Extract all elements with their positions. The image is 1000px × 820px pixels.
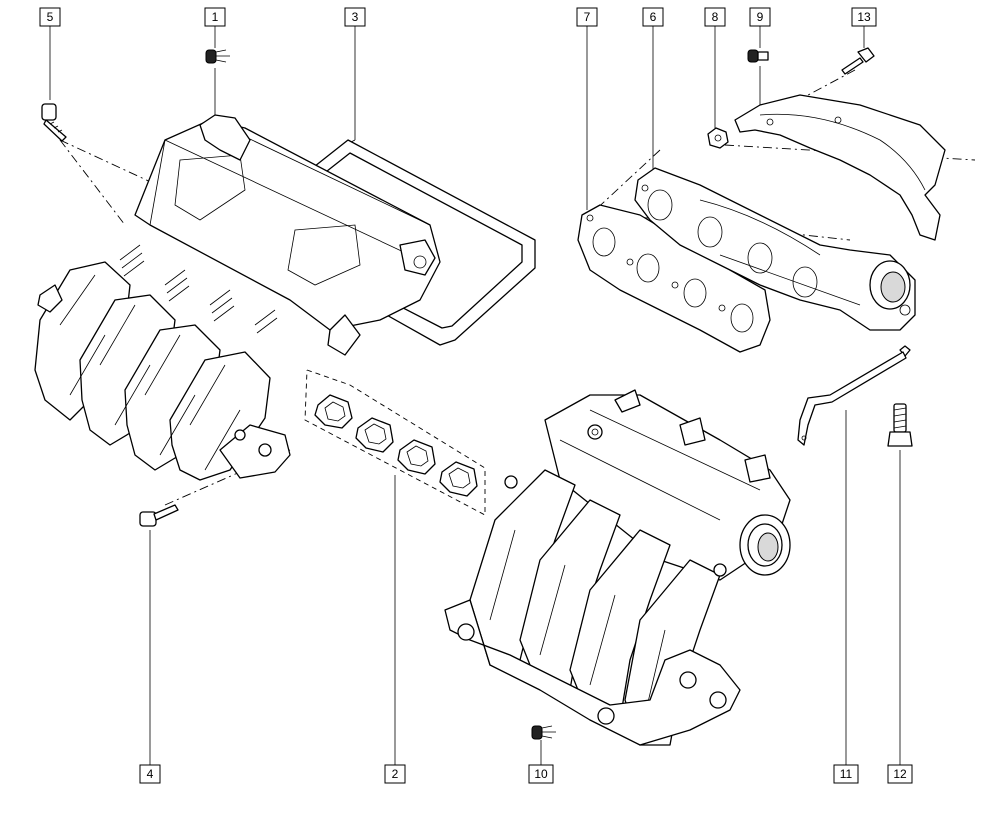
callout-7: 7 <box>576 7 598 27</box>
intake-manifold-left <box>34 114 441 481</box>
bolt-part-12 <box>887 403 913 447</box>
port-gaskets-part-2 <box>314 394 478 497</box>
callout-13: 13 <box>851 7 877 27</box>
callout-8-text: 8 <box>712 10 719 24</box>
callout-6-text: 6 <box>650 10 657 24</box>
callout-3: 3 <box>344 7 366 27</box>
callout-6: 6 <box>642 7 664 27</box>
callout-12: 12 <box>887 764 913 784</box>
callout-1-text: 1 <box>212 10 219 24</box>
callout-10: 10 <box>528 764 554 784</box>
clip-part-1 <box>205 49 230 64</box>
bolt-part-4 <box>139 504 179 527</box>
callout-11: 11 <box>833 764 859 784</box>
bracket-part-11 <box>797 345 911 446</box>
callout-3-text: 3 <box>352 10 359 24</box>
nut-part-8 <box>707 127 729 149</box>
callout-13-text: 13 <box>857 10 871 24</box>
callout-10-text: 10 <box>534 767 548 781</box>
callout-9-text: 9 <box>757 10 764 24</box>
heat-shield <box>734 94 946 241</box>
bolt-part-13 <box>841 47 875 75</box>
callout-4: 4 <box>139 764 161 784</box>
clip-part-10 <box>531 725 556 740</box>
callout-12-text: 12 <box>893 767 907 781</box>
intake-manifold-right <box>444 389 791 746</box>
callout-4-text: 4 <box>147 767 154 781</box>
callout-1: 1 <box>204 7 226 27</box>
callout-5-text: 5 <box>47 10 54 24</box>
callout-2: 2 <box>384 764 406 784</box>
callout-9: 9 <box>749 7 771 27</box>
stud-part-9 <box>747 49 769 63</box>
callout-11-text: 11 <box>840 767 853 781</box>
callout-8: 8 <box>704 7 726 27</box>
callout-labels: 5 1 3 7 6 8 9 13 <box>39 7 913 784</box>
callout-2-text: 2 <box>392 767 399 781</box>
exhaust-manifold-part-6 <box>634 167 916 331</box>
leader-lines <box>49 26 901 765</box>
callout-5: 5 <box>39 7 61 27</box>
bolt-part-5 <box>41 103 67 142</box>
callout-7-text: 7 <box>584 10 591 24</box>
